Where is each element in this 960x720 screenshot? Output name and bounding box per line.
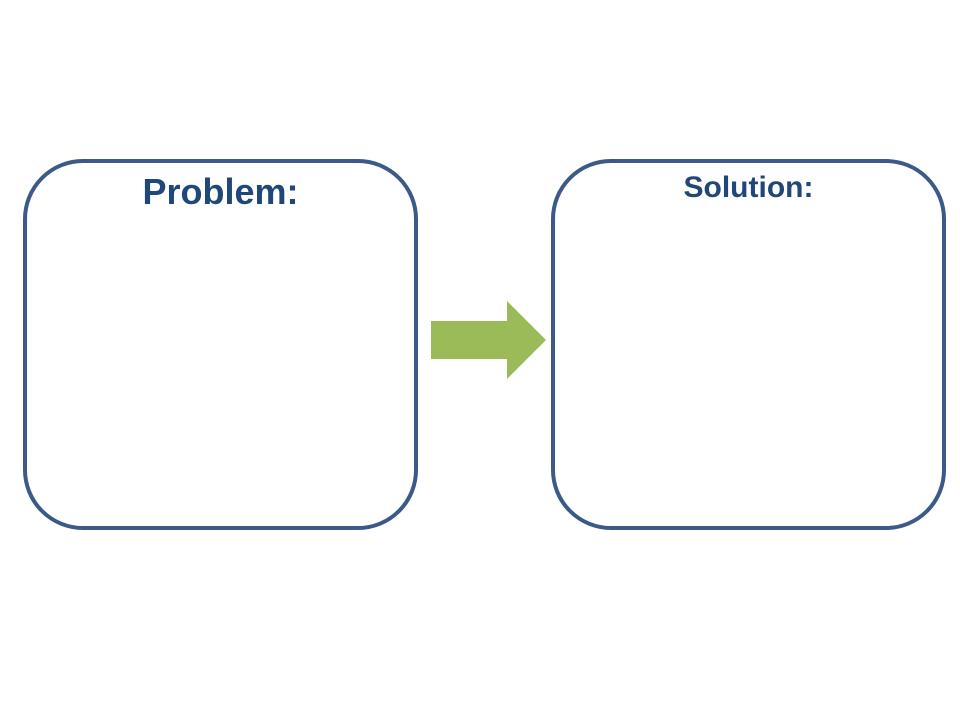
- right-arrow-icon: [431, 301, 546, 379]
- solution-title: Solution:: [683, 171, 814, 204]
- solution-box: Solution:: [551, 159, 946, 530]
- problem-title: Problem:: [142, 171, 299, 212]
- problem-box: Problem:: [23, 159, 418, 530]
